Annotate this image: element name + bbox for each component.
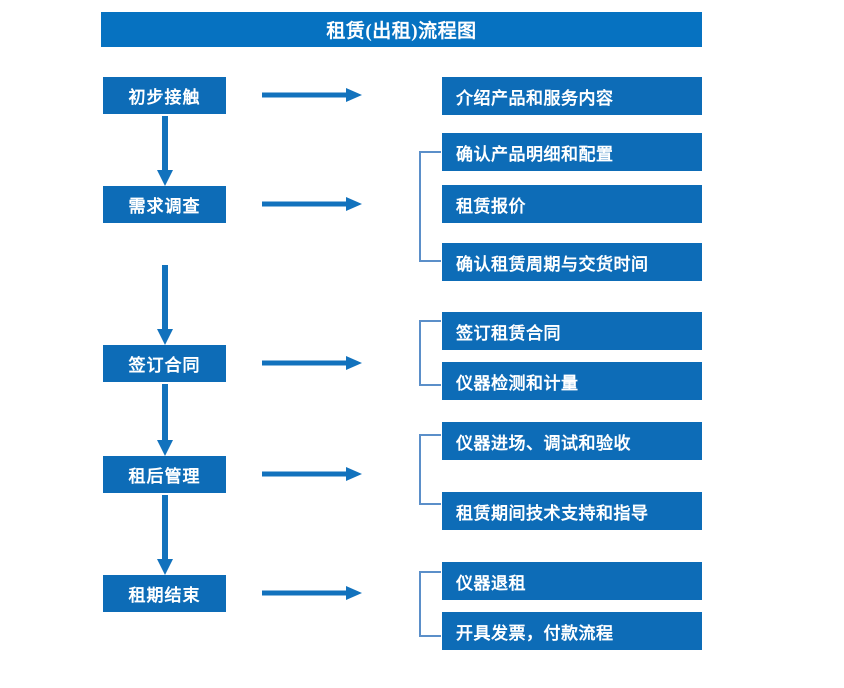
bracket-connector-stage-5	[419, 571, 441, 637]
arrow-right-stage-1	[262, 85, 362, 105]
detail-node-5-1[interactable]: 仪器退租	[442, 562, 702, 600]
stage-node-3[interactable]: 签订合同	[103, 345, 226, 382]
arrow-down-stage-3-to-4	[155, 384, 175, 456]
detail-node-5-2[interactable]: 开具发票，付款流程	[442, 612, 702, 650]
arrow-right-stage-4	[262, 464, 362, 484]
stage-node-5[interactable]: 租期结束	[103, 575, 226, 612]
detail-node-3-2[interactable]: 仪器检测和计量	[442, 362, 702, 400]
arrow-right-stage-2	[262, 194, 362, 214]
page-title: 租赁(出租)流程图	[101, 12, 702, 47]
detail-node-4-2[interactable]: 租赁期间技术支持和指导	[442, 492, 702, 530]
arrow-right-stage-5	[262, 583, 362, 603]
stage-node-1[interactable]: 初步接触	[103, 77, 226, 114]
bracket-connector-stage-2	[419, 151, 441, 262]
stage-node-2[interactable]: 需求调查	[103, 186, 226, 223]
detail-node-2-1[interactable]: 确认产品明细和配置	[442, 133, 702, 171]
bracket-connector-stage-3	[419, 320, 441, 386]
arrow-down-stage-2-to-3	[155, 265, 175, 345]
detail-node-4-1[interactable]: 仪器进场、调试和验收	[442, 422, 702, 460]
arrow-down-stage-4-to-5	[155, 495, 175, 575]
stage-node-4[interactable]: 租后管理	[103, 456, 226, 493]
bracket-connector-stage-4	[419, 434, 441, 505]
arrow-down-stage-1-to-2	[155, 116, 175, 186]
detail-node-1-1[interactable]: 介绍产品和服务内容	[442, 77, 702, 115]
detail-node-2-3[interactable]: 确认租赁周期与交货时间	[442, 243, 702, 281]
detail-node-2-2[interactable]: 租赁报价	[442, 185, 702, 223]
detail-node-3-1[interactable]: 签订租赁合同	[442, 312, 702, 350]
arrow-right-stage-3	[262, 353, 362, 373]
